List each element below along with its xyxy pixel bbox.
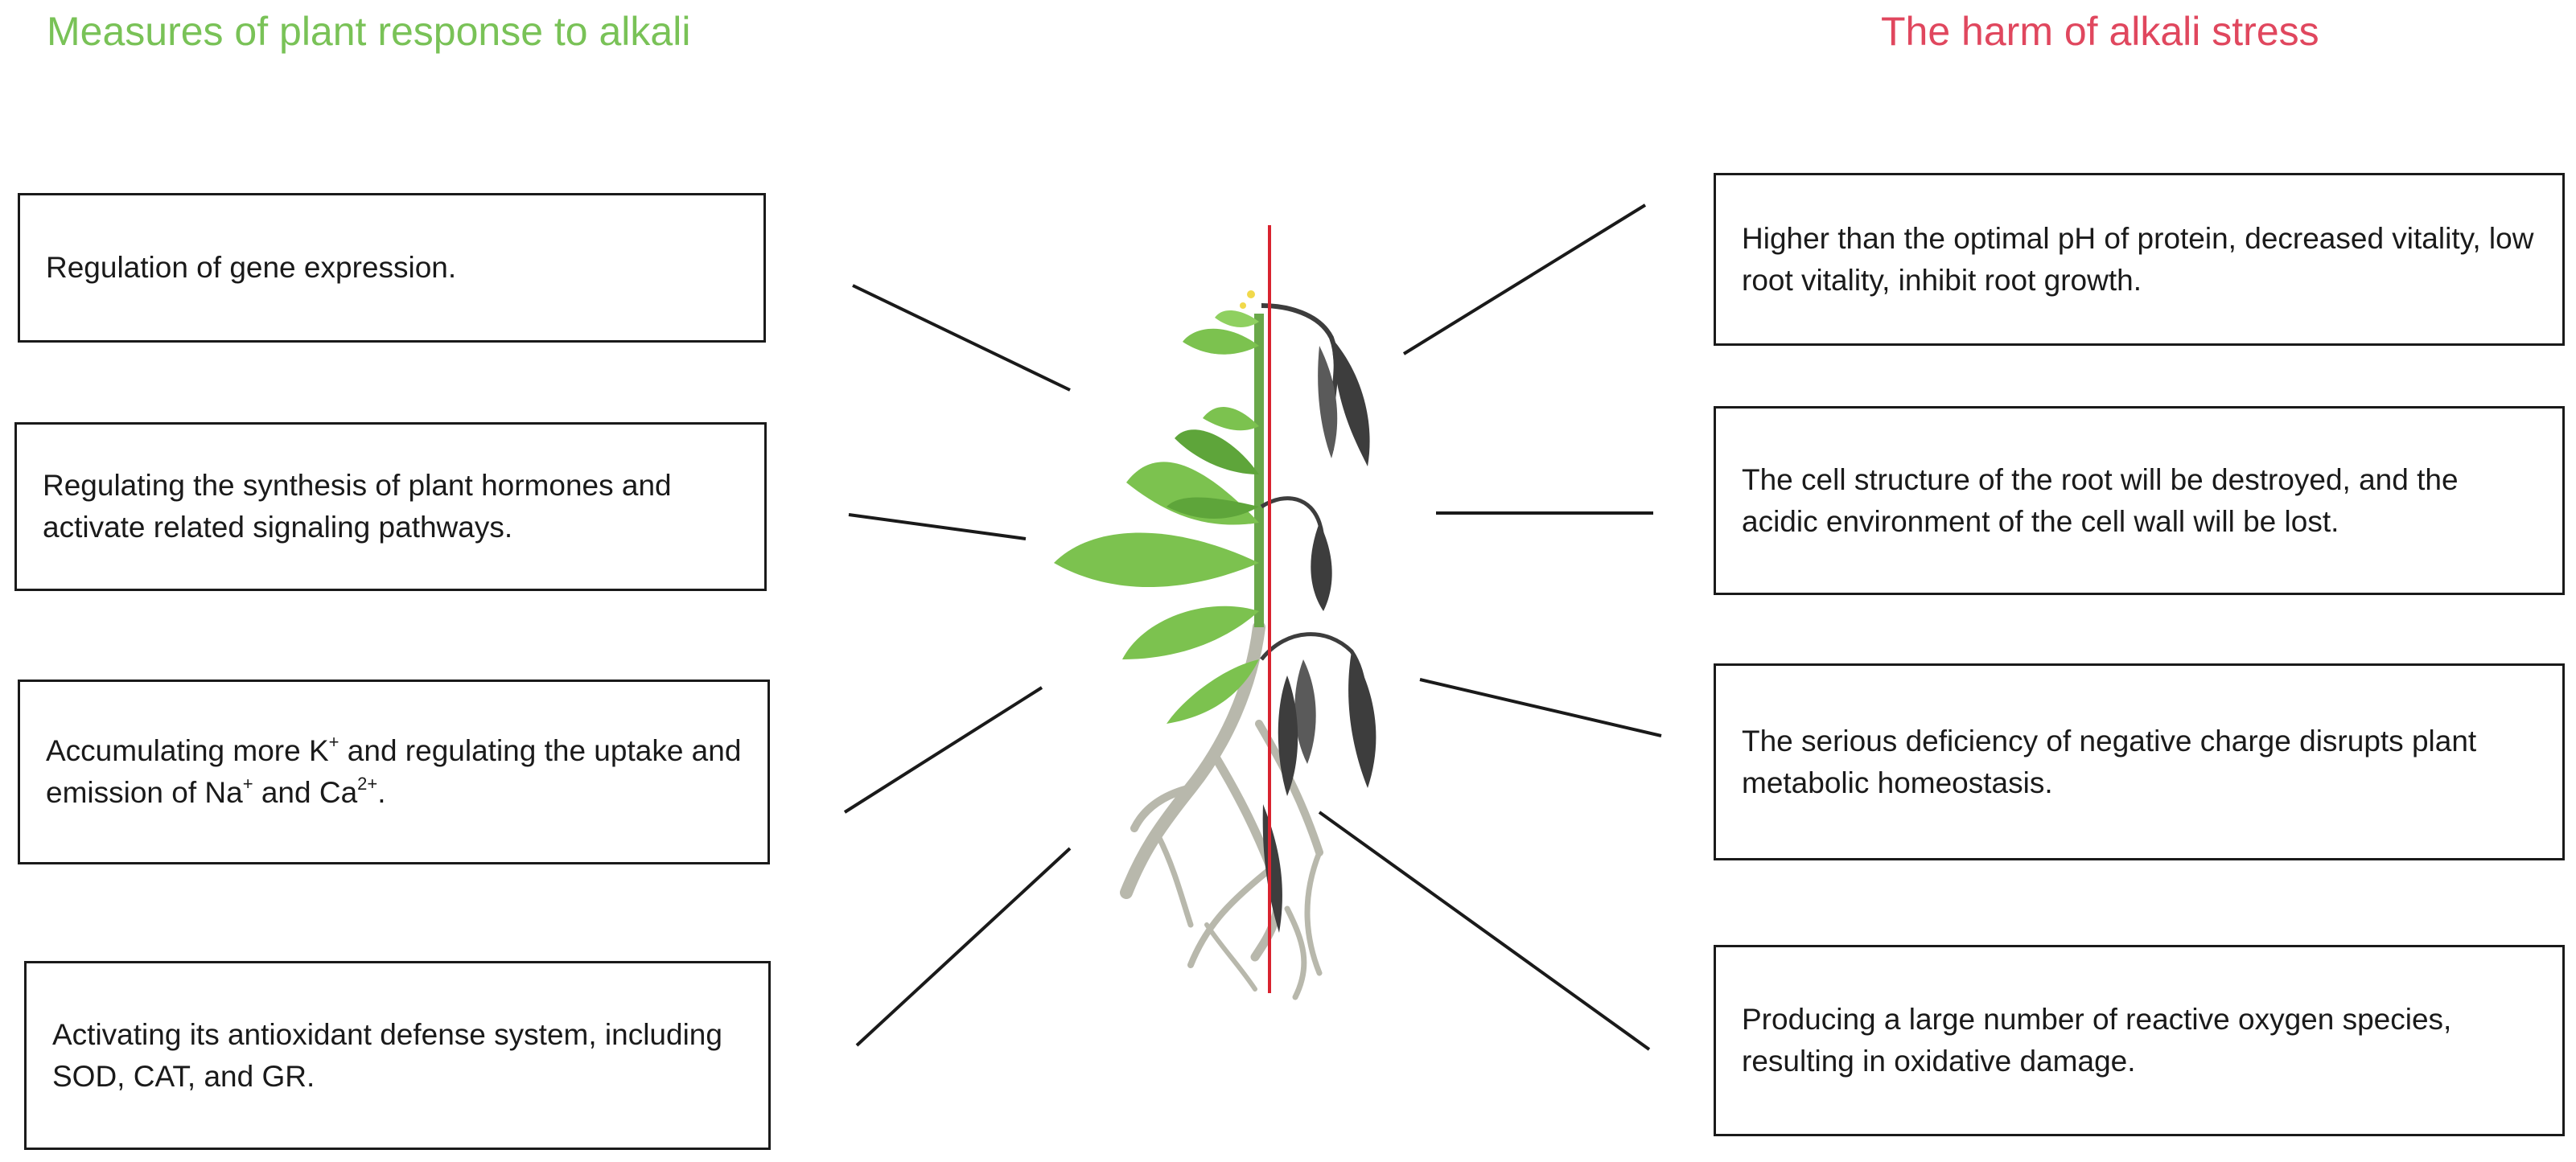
harm-text: Producing a large number of reactive oxy… (1742, 1003, 2452, 1078)
connector-line (1419, 678, 1662, 737)
response-box-hormones: Regulating the synthesis of plant hormon… (14, 422, 767, 591)
healthy-plant-half (1054, 290, 1265, 724)
left-connectors (843, 284, 1072, 1047)
heading-alkali-harm: The harm of alkali stress (1881, 9, 2319, 54)
response-text: Regulating the synthesis of plant hormon… (43, 469, 672, 544)
ion-text-3: and Ca (253, 776, 358, 809)
harm-box-ros: Producing a large number of reactive oxy… (1714, 945, 2565, 1136)
ion-text-2: and regulating the uptake and emission o… (46, 734, 742, 809)
response-text: Regulation of gene expression. (46, 251, 457, 284)
response-box-gene-expression: Regulation of gene expression. (18, 193, 766, 343)
ion-charge-ca: 2+ (357, 774, 378, 794)
response-text: Activating its antioxidant defense syste… (52, 1017, 722, 1093)
right-connectors (1318, 203, 1662, 1051)
harm-box-cell-structure: The cell structure of the root will be d… (1714, 406, 2565, 595)
response-text: Accumulating more K+ and regulating the … (46, 730, 745, 814)
harm-text: The cell structure of the root will be d… (1742, 462, 2459, 538)
response-box-antioxidant: Activating its antioxidant defense syste… (24, 961, 771, 1150)
response-box-ion-uptake: Accumulating more K+ and regulating the … (18, 680, 770, 864)
ion-charge-k: + (328, 732, 339, 752)
connector-line (1402, 203, 1647, 355)
harm-box-negative-charge: The serious deficiency of negative charg… (1714, 663, 2565, 860)
ion-charge-na: + (242, 774, 253, 794)
harm-text: Higher than the optimal pH of protein, d… (1742, 221, 2534, 297)
ion-text-4: . (377, 776, 386, 809)
connector-line (848, 513, 1027, 540)
connector-line (1318, 811, 1651, 1051)
wilted-plant-half (1260, 303, 1376, 933)
connector-line (843, 686, 1043, 814)
ion-text-1: Accumulating more K (46, 734, 329, 767)
heading-plant-response: Measures of plant response to alkali (47, 9, 691, 54)
connector-line (852, 284, 1071, 392)
connector-line (855, 847, 1072, 1047)
harm-box-protein-ph: Higher than the optimal pH of protein, d… (1714, 173, 2565, 346)
harm-text: The serious deficiency of negative charg… (1742, 724, 2477, 799)
